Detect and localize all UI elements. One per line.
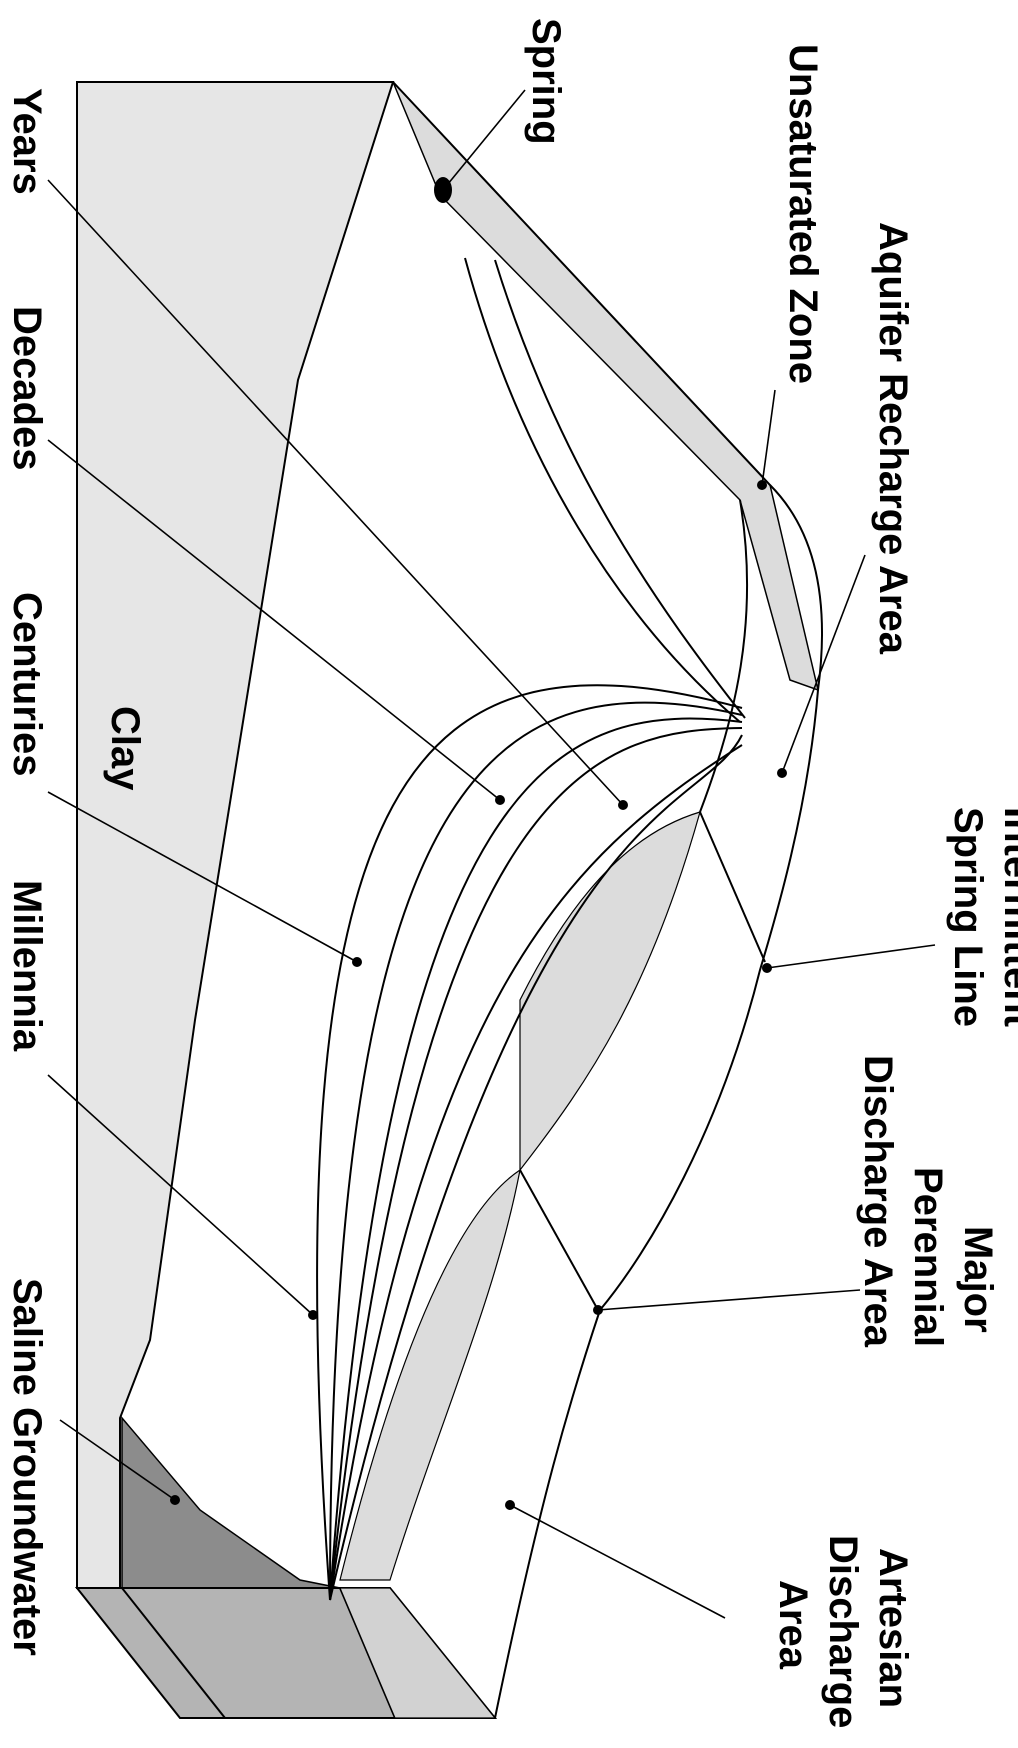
label-artesian-line3: Area	[771, 1580, 815, 1670]
spring-leader	[442, 89, 526, 191]
label-intermittent-line1: Intermittent	[996, 807, 1018, 1027]
label-aquifer-recharge-area: Aquifer Recharge Area	[871, 222, 915, 655]
clay-layer	[76, 81, 395, 1589]
flow-path-years	[329, 734, 743, 1601]
label-major-perennial-line1: Major	[956, 1226, 1000, 1333]
flow-path-millennia-outer	[329, 744, 743, 1601]
land-surface-line	[392, 81, 823, 1719]
perennial-leader	[597, 1289, 861, 1311]
block-bottom-stratum-line-1	[121, 1587, 226, 1719]
label-decades: Decades	[5, 306, 49, 471]
label-centuries: Centuries	[5, 592, 49, 777]
flow-path-decades	[329, 727, 743, 1601]
saline-groundwater-zone	[121, 1415, 341, 1589]
label-intermittent-line2: Spring Line	[946, 807, 990, 1027]
centuries-leader	[47, 791, 358, 963]
decades-leader	[47, 439, 501, 801]
label-major-perennial-line2: Perennial	[906, 1167, 950, 1347]
label-spring: Spring	[524, 18, 568, 145]
label-saline-groundwater: Saline Groundwater	[5, 1278, 49, 1656]
years-leader	[47, 179, 624, 806]
recharge-divide-line	[699, 499, 749, 813]
label-artesian-line1: Artesian	[871, 1548, 915, 1708]
saline-leader	[59, 1419, 176, 1501]
label-unsaturated-zone: Unsaturated Zone	[781, 44, 825, 384]
millennia-leader	[47, 1074, 314, 1316]
label-years: Years	[5, 88, 49, 195]
flow-path-spring-2	[494, 259, 746, 719]
intermittent-spring-boundary	[699, 811, 766, 963]
artesian-leader	[509, 1504, 726, 1619]
intermittent-spring-leader	[766, 944, 936, 969]
recharge-area-leader	[781, 554, 866, 774]
flow-path-centuries	[329, 717, 743, 1601]
perennial-shaded-zone	[339, 1168, 521, 1581]
label-clay: Clay	[103, 706, 147, 791]
unsaturated-zone-leader	[761, 389, 776, 486]
intermittent-shaded-zone	[519, 811, 701, 1172]
flow-path-millennia-inner	[329, 701, 743, 1601]
flow-path-spring-1	[464, 257, 741, 723]
perennial-boundary	[519, 1169, 599, 1311]
label-millennia: Millennia	[5, 880, 49, 1052]
label-major-perennial-line3: Discharge Area	[856, 1055, 900, 1348]
flow-path-millennia	[316, 684, 743, 1601]
label-artesian-line2: Discharge	[821, 1535, 865, 1728]
